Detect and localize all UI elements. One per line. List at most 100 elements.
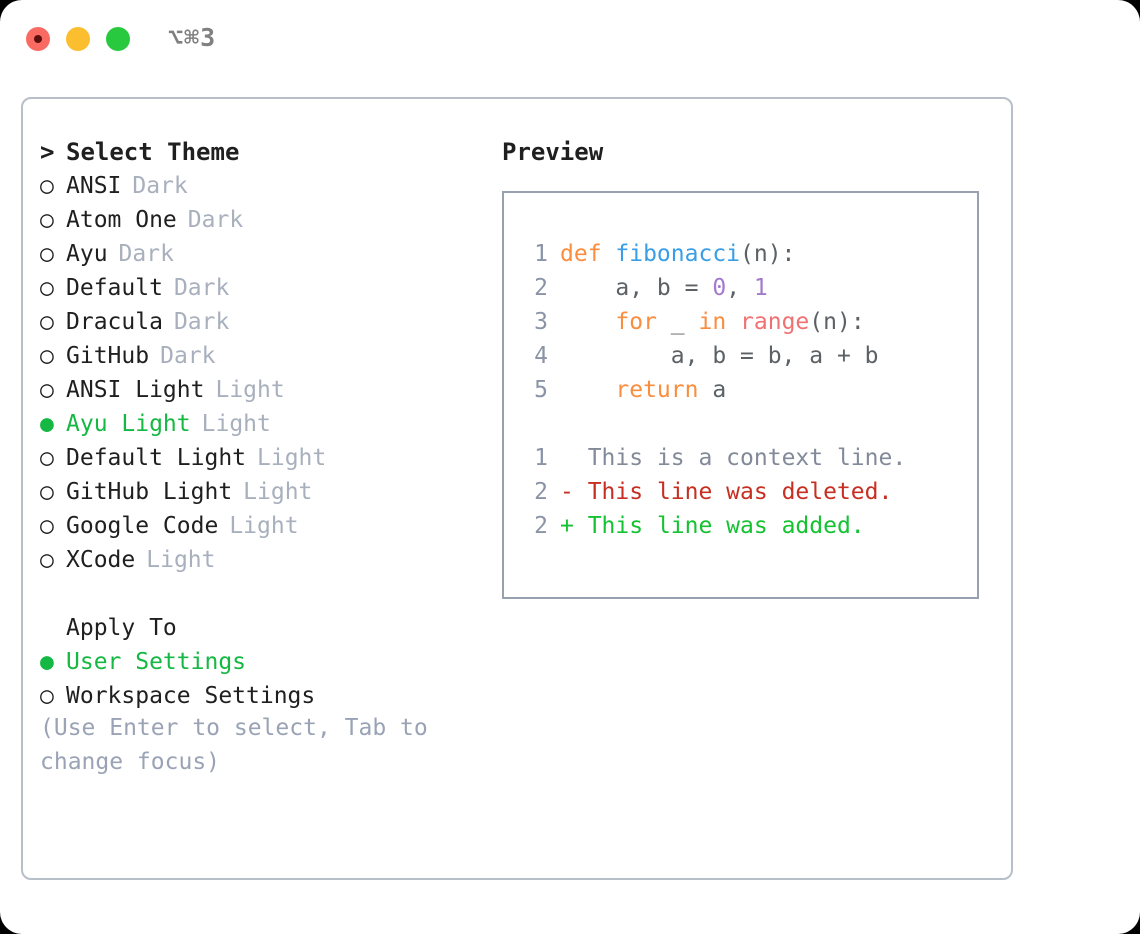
keyboard-hint-text: (Use Enter to select, Tab to change focu… [40, 715, 428, 775]
code-line: 2 a, b = 0, 1 [520, 271, 906, 305]
theme-option-variant: Light [257, 445, 327, 471]
theme-option-ayu-light[interactable]: ● Ayu Light Light [40, 407, 480, 441]
apply-to-list: ● User Settings○ Workspace Settings [40, 645, 480, 713]
theme-option-label: XCode [66, 547, 136, 573]
diff-sign [560, 445, 588, 471]
theme-option-label: Default [66, 275, 163, 301]
theme-option-label: Dracula [66, 309, 163, 335]
maximize-window-button[interactable] [106, 27, 130, 51]
theme-option-ayu[interactable]: ○ Ayu Dark [40, 237, 480, 271]
diff-text: This line was added. [587, 513, 865, 539]
theme-option-dracula[interactable]: ○ Dracula Dark [40, 305, 480, 339]
theme-option-ansi-light[interactable]: ○ ANSI Light Light [40, 373, 480, 407]
diff-line-context: 1 This is a context line. [520, 441, 906, 475]
theme-option-label: GitHub [66, 343, 150, 369]
heading-caret-icon: > [40, 138, 69, 166]
code-token-number: 1 [753, 275, 768, 301]
code-token-function: fibonacci [615, 241, 741, 267]
theme-option-variant: Dark [118, 241, 174, 267]
radio-unselected-icon: ○ [40, 207, 68, 233]
window-shortcut-label: ⌥⌘3 [168, 23, 217, 52]
theme-option-label: ANSI Light [66, 377, 205, 403]
theme-option-label: ANSI [66, 173, 122, 199]
code-token-plain: a, b = [560, 275, 713, 301]
code-token-plain: , [726, 275, 754, 301]
radio-selected-icon: ● [40, 649, 68, 675]
code-token-plain: (n): [809, 309, 865, 335]
traffic-light-group [26, 27, 130, 51]
theme-option-variant: Dark [160, 343, 216, 369]
theme-option-label: Google Code [66, 513, 219, 539]
apply-to-option-label: User Settings [66, 649, 247, 675]
code-token-plain: a [698, 377, 727, 403]
theme-option-label: Default Light [66, 445, 247, 471]
radio-unselected-icon: ○ [40, 173, 68, 199]
theme-option-variant: Light [146, 547, 216, 573]
radio-unselected-icon: ○ [40, 241, 68, 267]
apply-to-heading-indent [40, 611, 66, 645]
theme-option-variant: Light [229, 513, 299, 539]
code-line: 4 a, b = b, a + b [520, 339, 906, 373]
theme-option-ansi[interactable]: ○ ANSI Dark [40, 169, 480, 203]
radio-unselected-icon: ○ [40, 445, 68, 471]
line-number: 4 [534, 343, 548, 369]
line-number: 3 [534, 309, 548, 335]
theme-option-variant: Dark [187, 207, 244, 233]
code-diff-separator [520, 407, 906, 441]
close-window-button[interactable] [26, 27, 50, 51]
theme-option-xcode[interactable]: ○ XCode Light [40, 543, 480, 577]
apply-to-option-user-settings[interactable]: ● User Settings [40, 645, 480, 679]
code-token-plain [560, 309, 615, 335]
line-number: 2 [534, 513, 548, 539]
radio-unselected-icon: ○ [40, 309, 68, 335]
line-number: 2 [534, 275, 548, 301]
code-token-plain: _ [656, 309, 699, 335]
radio-unselected-icon: ○ [40, 343, 68, 369]
code-token-keyword: return [615, 377, 699, 403]
code-token-plain [726, 309, 740, 335]
code-token-keyword: def [560, 241, 616, 267]
theme-option-variant: Light [201, 411, 271, 437]
diff-text: This is a context line. [587, 445, 907, 471]
code-token-number: 0 [712, 275, 727, 301]
line-number: 2 [534, 479, 548, 505]
code-token-plain: (n): [740, 241, 796, 267]
code-token-plain [560, 377, 615, 403]
theme-option-variant: Dark [132, 173, 188, 199]
line-number: 5 [534, 377, 548, 403]
section-spacer [40, 577, 480, 611]
apply-to-option-workspace-settings[interactable]: ○ Workspace Settings [40, 679, 480, 713]
radio-unselected-icon: ○ [40, 683, 68, 709]
theme-option-variant: Dark [173, 309, 230, 335]
radio-unselected-icon: ○ [40, 547, 68, 573]
radio-unselected-icon: ○ [40, 377, 68, 403]
line-number: 1 [534, 445, 548, 471]
diff-sign: - [560, 479, 588, 505]
theme-option-default-light[interactable]: ○ Default Light Light [40, 441, 480, 475]
code-token-keyword: in [698, 309, 727, 335]
title-bar: ⌥⌘3 [0, 0, 1140, 78]
apply-to-heading: Apply To [40, 611, 480, 645]
theme-option-variant: Light [215, 377, 285, 403]
theme-option-label: Ayu [66, 241, 108, 267]
theme-option-variant: Dark [173, 275, 230, 301]
theme-option-github[interactable]: ○ GitHub Dark [40, 339, 480, 373]
minimize-window-button[interactable] [66, 27, 90, 51]
theme-selector-heading-label: Select Theme [66, 138, 240, 166]
theme-selector-heading: > Select Theme [40, 135, 480, 169]
theme-option-label: Ayu Light [66, 411, 191, 437]
diff-line-deleted: 2- This line was deleted. [520, 475, 906, 509]
radio-selected-icon: ● [40, 411, 68, 437]
theme-option-variant: Light [243, 479, 313, 505]
